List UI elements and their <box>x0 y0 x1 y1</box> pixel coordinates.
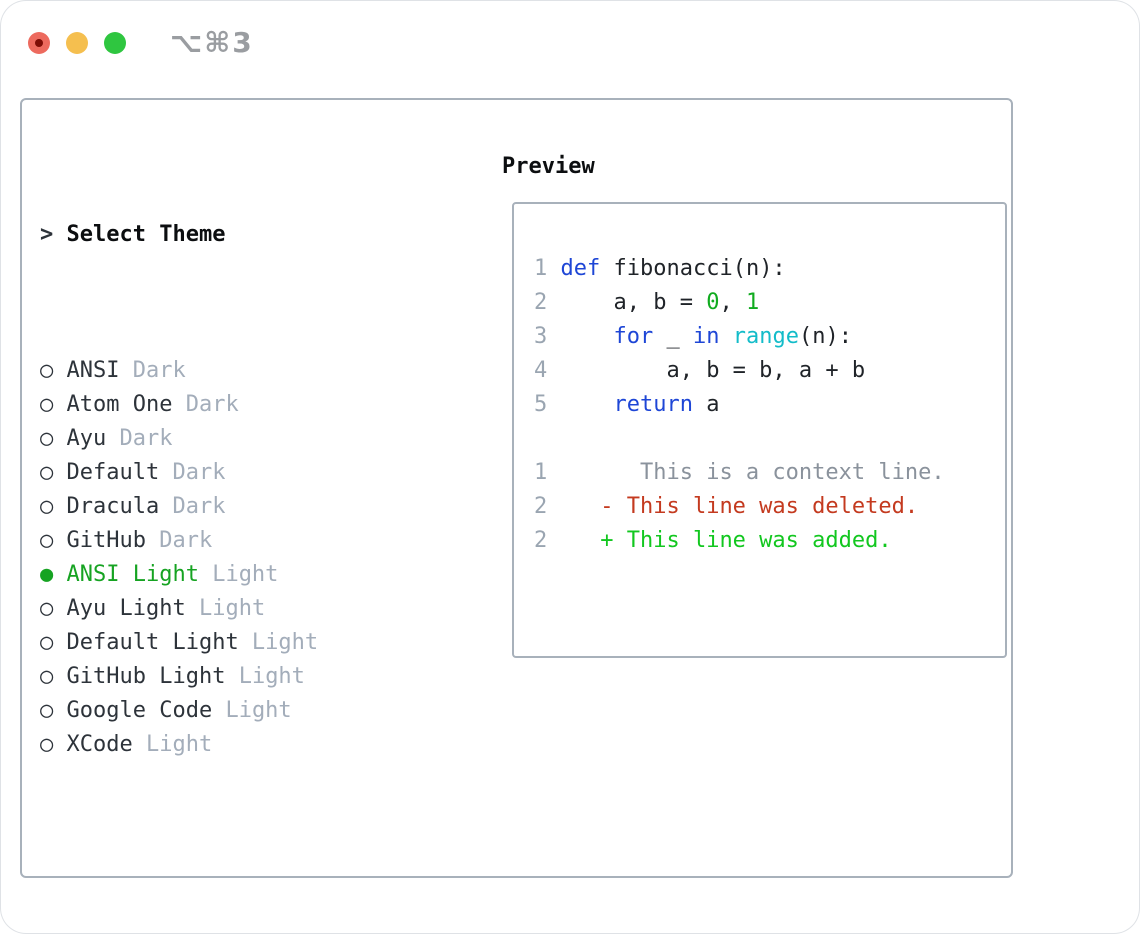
theme-name: Google Code <box>66 698 213 723</box>
line-number: 2 <box>534 528 561 553</box>
theme-variant-badge: Dark <box>119 358 186 383</box>
theme-variant-badge: Dark <box>159 494 226 519</box>
theme-option-default[interactable]: ○ Default Dark <box>40 456 480 490</box>
theme-name: Default <box>66 460 160 485</box>
code-token-plain: _ <box>653 324 693 349</box>
code-token-plain: a <box>692 392 720 417</box>
theme-option-ansi-light[interactable]: ● ANSI Light Light <box>40 558 480 592</box>
radio-unselected-icon: ○ <box>40 392 54 417</box>
diff-deleted-text: - This line was deleted. <box>560 494 919 519</box>
code-token-keyword: for <box>613 324 654 349</box>
radio-unselected-icon: ○ <box>40 494 54 519</box>
line-number: 5 <box>534 392 561 417</box>
radio-unselected-icon: ○ <box>40 460 54 485</box>
code-line: 1 def fibonacci(n): <box>534 252 1005 286</box>
theme-name: XCode <box>66 732 133 757</box>
titlebar: ⌥⌘3 <box>28 26 254 59</box>
radio-unselected-icon: ○ <box>40 698 54 723</box>
diff-context-text: This is a context line. <box>560 460 945 485</box>
code-line: 2 a, b = 0, 1 <box>534 286 1005 320</box>
theme-picker-panel: > Select Theme ○ ANSI Dark○ Atom One Dar… <box>20 98 1013 878</box>
code-token-plain: a, b = b, a + b <box>560 358 866 383</box>
spacer <box>40 864 480 898</box>
code-token-keyword: def <box>560 256 601 281</box>
theme-variant-badge: Dark <box>106 426 173 451</box>
line-number: 2 <box>534 494 561 519</box>
theme-option-google-code[interactable]: ○ Google Code Light <box>40 694 480 728</box>
theme-variant-badge: Dark <box>172 392 239 417</box>
diff-line-added: 2 + This line was added. <box>534 524 1005 558</box>
code-token-plain <box>561 392 614 417</box>
theme-option-ayu[interactable]: ○ Ayu Dark <box>40 422 480 456</box>
theme-variant-badge: Dark <box>145 528 213 553</box>
diff-added-text: + This line was added. <box>560 528 892 553</box>
code-token-plain <box>561 324 614 349</box>
theme-name: GitHub <box>66 528 146 553</box>
theme-option-atom-one[interactable]: ○ Atom One Dark <box>40 388 480 422</box>
theme-option-github[interactable]: ○ GitHub Dark <box>40 524 480 558</box>
code-line: 4 a, b = b, a + b <box>534 354 1005 388</box>
code-token-plain: (n): <box>798 324 852 349</box>
line-number: 1 <box>534 256 561 281</box>
line-number: 1 <box>534 460 561 485</box>
code-token-keyword: in <box>692 324 720 349</box>
theme-option-github-light[interactable]: ○ GitHub Light Light <box>40 660 480 694</box>
diff-line-context: 1 This is a context line. <box>534 456 1005 490</box>
code-token-keyword: return <box>613 392 693 417</box>
code-token-number: 0 <box>706 290 720 315</box>
page-title: Select Theme <box>66 222 226 247</box>
theme-variant-badge: Light <box>212 698 292 723</box>
line-number: 3 <box>534 324 561 349</box>
theme-name: Dracula <box>66 494 160 519</box>
theme-variant-badge: Light <box>132 732 213 757</box>
theme-option-ansi[interactable]: ○ ANSI Dark <box>40 354 480 388</box>
prompt-caret-icon: > <box>40 222 54 247</box>
radio-unselected-icon: ○ <box>40 664 54 689</box>
code-token-number: 1 <box>745 290 760 315</box>
radio-unselected-icon: ○ <box>40 358 54 383</box>
code-token-plain <box>719 324 732 349</box>
radio-unselected-icon: ○ <box>40 596 54 621</box>
theme-variant-badge: Light <box>185 596 266 621</box>
theme-option-ayu-light[interactable]: ○ Ayu Light Light <box>40 592 480 626</box>
code-line: 3 for _ in range(n): <box>534 320 1005 354</box>
theme-option-dracula[interactable]: ○ Dracula Dark <box>40 490 480 524</box>
theme-name: Atom One <box>66 392 173 417</box>
code-token-plain: , <box>719 290 746 315</box>
theme-option-xcode[interactable]: ○ XCode Light <box>40 728 480 762</box>
zoom-button-icon[interactable] <box>104 31 126 54</box>
spacer <box>534 422 1005 456</box>
theme-name: Ayu <box>66 426 107 451</box>
theme-variant-badge: Dark <box>159 460 226 485</box>
preview-heading: Preview <box>502 154 595 179</box>
code-token-builtin: range <box>732 324 799 349</box>
keyboard-shortcut-label: ⌥⌘3 <box>170 26 254 59</box>
theme-name: GitHub Light <box>66 664 226 689</box>
close-button-icon[interactable] <box>28 31 50 54</box>
theme-name: ANSI <box>66 358 120 383</box>
theme-variant-badge: Light <box>225 664 305 689</box>
line-number: 2 <box>534 290 561 315</box>
radio-selected-icon: ● <box>40 562 54 587</box>
theme-variant-badge: Light <box>238 630 319 655</box>
radio-unselected-icon: ○ <box>40 528 54 553</box>
minimize-button-icon[interactable] <box>66 31 88 54</box>
theme-list-pane: > Select Theme ○ ANSI Dark○ Atom One Dar… <box>40 150 480 934</box>
code-token-plain: a, b = <box>560 290 707 315</box>
theme-option-default-light[interactable]: ○ Default Light Light <box>40 626 480 660</box>
theme-name: Default Light <box>66 630 239 655</box>
theme-list: ○ ANSI Dark○ Atom One Dark○ Ayu Dark○ De… <box>40 354 480 762</box>
theme-list-header: > Select Theme <box>40 218 480 252</box>
code-token-plain: fibonacci(n): <box>600 256 786 281</box>
diff-line-deleted: 2 - This line was deleted. <box>534 490 1005 524</box>
theme-variant-badge: Light <box>198 562 279 587</box>
theme-name: ANSI Light <box>66 562 199 587</box>
radio-unselected-icon: ○ <box>40 630 54 655</box>
radio-unselected-icon: ○ <box>40 426 54 451</box>
radio-unselected-icon: ○ <box>40 732 54 757</box>
code-line: 5 return a <box>534 388 1005 422</box>
line-number: 4 <box>534 358 561 383</box>
theme-name: Ayu Light <box>66 596 186 621</box>
